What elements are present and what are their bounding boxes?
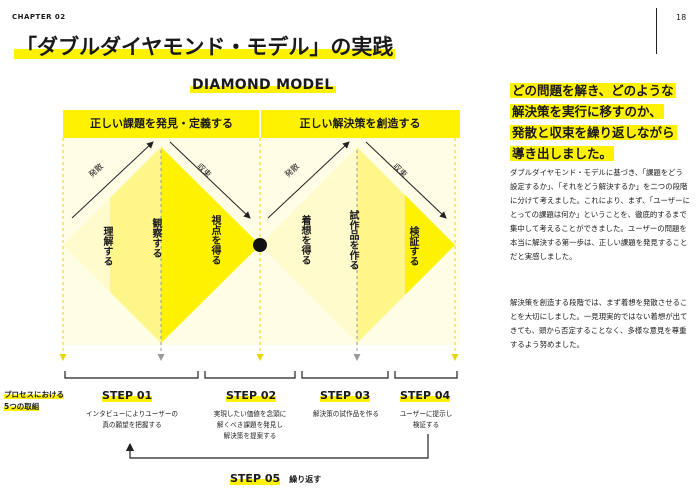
phase-viewpoint: 視点を得る bbox=[209, 215, 220, 265]
header-divider bbox=[656, 8, 657, 54]
summary-paragraph-2: 解決策を創造する段階では、まず着想を発散させることを大切にしました。一見現実的で… bbox=[510, 298, 688, 349]
diamond2-part3 bbox=[405, 195, 455, 295]
phase-observe: 観察する bbox=[150, 218, 161, 258]
page-title: 「ダブルダイヤモンド・モデル」の実践 bbox=[14, 31, 396, 61]
step-03-desc: 解決策の試作品を作る bbox=[313, 410, 379, 418]
summary-paragraph-1: ダブルダイヤモンド・モデルに基づき、「課題をどう設定するか」、「それをどう解決す… bbox=[510, 168, 690, 261]
step-02-label: STEP 02 bbox=[226, 389, 277, 402]
converge-arrow-2 bbox=[365, 141, 447, 219]
converge-arrow-1 bbox=[169, 141, 251, 219]
diagram-title: DIAMOND MODEL bbox=[190, 77, 336, 93]
summary-heading: どの問題を解き、どのような 解決策を実行に移すのか、 発散と収束を繰り返しながら… bbox=[510, 83, 677, 161]
process-label-line2: 5つの取組 bbox=[4, 402, 40, 411]
step-04-desc: ユーザーに提示し 検証する bbox=[399, 410, 453, 429]
step-05-desc: 繰り返す bbox=[289, 475, 322, 484]
step-03-label: STEP 03 bbox=[320, 389, 371, 402]
page-number: 18 bbox=[676, 13, 687, 22]
step-01-label: STEP 01 bbox=[102, 389, 153, 402]
step-01-desc: インタビューによりユーザーの 真の願望を把握する bbox=[85, 410, 179, 429]
diamond1-part1 bbox=[63, 198, 110, 292]
phase-understand: 理解する bbox=[101, 226, 112, 266]
repeat-loop-arrow bbox=[125, 434, 429, 459]
page-title-text: 「ダブルダイヤモンド・モデル」の実践 bbox=[14, 35, 396, 59]
diverge-arrow-2 bbox=[267, 141, 350, 219]
center-point bbox=[253, 238, 267, 252]
step-05: STEP 05 繰り返す bbox=[230, 467, 321, 486]
diamond2-part2 bbox=[357, 147, 405, 343]
chapter-label: CHAPTER 02 bbox=[12, 13, 66, 21]
diamond2-part1 bbox=[260, 147, 357, 343]
diamond1-part2 bbox=[110, 147, 161, 343]
diamond1-part3 bbox=[161, 147, 260, 343]
step-02-desc: 実現したい価値を念頭に 解くべき課題を発見し 解決策を提案する bbox=[213, 410, 287, 440]
diagram-title-text: DIAMOND MODEL bbox=[190, 77, 336, 93]
phase-verify: 検証する bbox=[407, 226, 418, 266]
step-05-label: STEP 05 bbox=[230, 472, 281, 485]
process-label: プロセスにおける 5つの取組 bbox=[4, 389, 64, 413]
section-heading-discover: 正しい課題を発見・定義する bbox=[90, 117, 233, 130]
section-heading-create: 正しい解決策を創造する bbox=[299, 117, 421, 130]
diverge-arrow-1 bbox=[71, 141, 154, 219]
phase-prototype: 試作品を作る bbox=[347, 210, 358, 270]
section-band bbox=[63, 110, 460, 138]
process-label-line1: プロセスにおける bbox=[4, 390, 64, 399]
phase-ideate: 着想を得る bbox=[299, 215, 310, 265]
step-04-label: STEP 04 bbox=[400, 389, 451, 402]
